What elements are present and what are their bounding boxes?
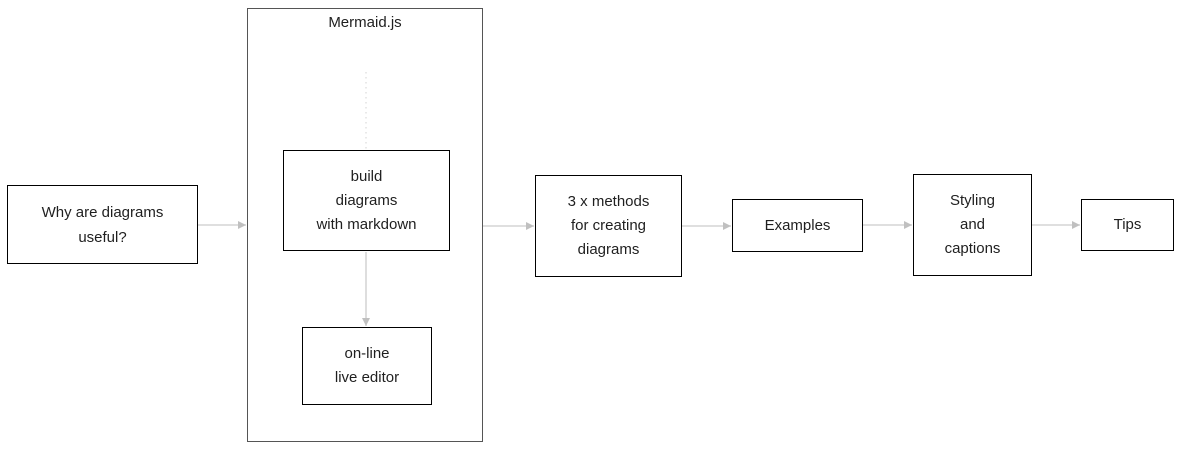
node-online-live-editor: on-line live editor xyxy=(302,327,432,405)
node-label-line: diagrams xyxy=(335,191,398,209)
node-label-line: Why are diagrams xyxy=(41,203,164,221)
node-label-line: Examples xyxy=(764,216,831,234)
node-label-line: on-line xyxy=(344,345,390,362)
node-label-line: with markdown xyxy=(316,215,417,233)
node-label-line: Styling xyxy=(949,192,996,209)
node-tips: Tips xyxy=(1081,199,1174,251)
node-build-diagrams-with-markdown: build diagrams with markdown xyxy=(283,150,450,251)
subgraph-title: Mermaid.js xyxy=(328,14,402,31)
node-styling-and-captions: Styling and captions xyxy=(913,174,1032,276)
node-3x-methods-for-creating-diagrams: 3 x methods for creating diagrams xyxy=(535,175,682,277)
node-label-line: and xyxy=(959,216,986,233)
node-label-line: captions xyxy=(944,240,1001,257)
node-examples: Examples xyxy=(732,199,863,252)
node-why-are-diagrams-useful: Why are diagrams useful? xyxy=(7,185,198,264)
node-label-line: 3 x methods xyxy=(567,193,650,210)
node-label-line: build xyxy=(350,167,383,185)
node-label-line: diagrams xyxy=(577,241,640,258)
node-label-line: for creating xyxy=(570,217,647,234)
node-label-line: useful? xyxy=(78,228,127,246)
node-label-line: live editor xyxy=(334,369,400,386)
node-label-line: Tips xyxy=(1113,216,1142,233)
subgraph-mermaid-js: Mermaid.js xyxy=(247,8,483,442)
